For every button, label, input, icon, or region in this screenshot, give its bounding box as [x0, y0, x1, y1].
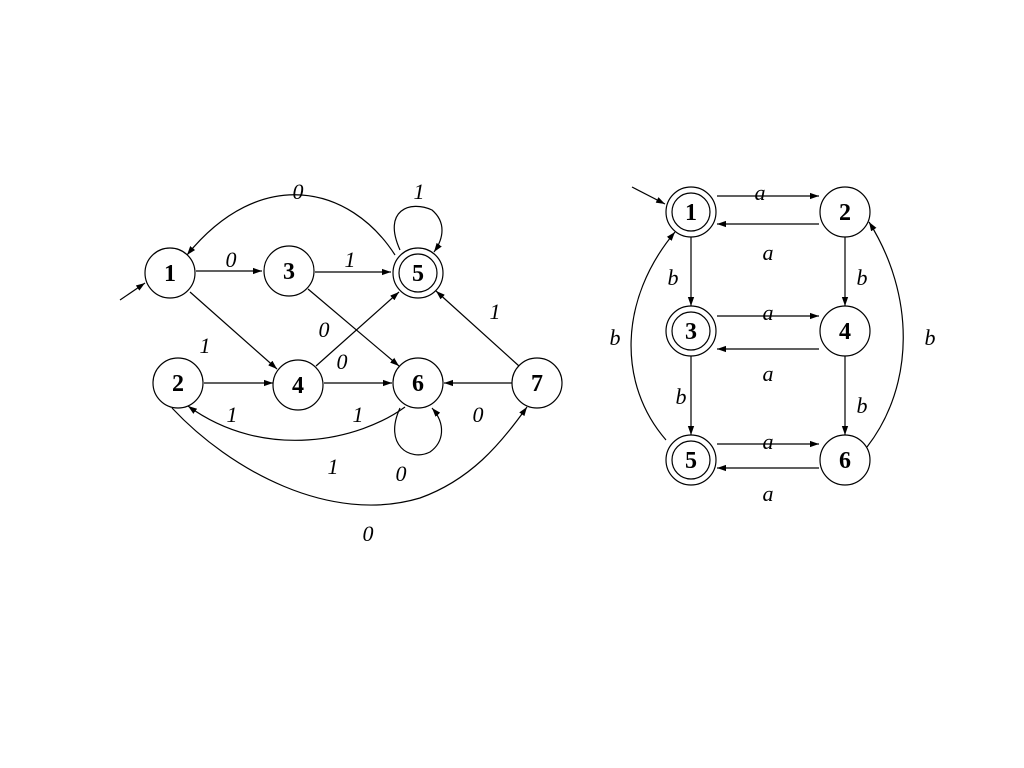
left-transition-label-3-to-6: 0 [319, 317, 330, 342]
right-state-5-label: 5 [685, 448, 697, 474]
right-transition-label-6-to-2: b [925, 325, 936, 350]
left-transition-label-4-to-6: 1 [353, 402, 364, 427]
left-state-5-circle [392, 247, 444, 299]
left-state-6-label: 6 [412, 371, 424, 397]
left-transition-label-6-to-2: 1 [328, 454, 339, 479]
left-state-4-label: 4 [292, 373, 304, 399]
left-transition-5-to-5 [393, 205, 443, 253]
left-state-2-circle [152, 357, 204, 409]
left-state-7-label: 7 [531, 371, 543, 397]
right-state-3-circle [665, 305, 717, 357]
right-state-6-label: 6 [839, 448, 851, 474]
left-transition-4-to-5 [315, 291, 400, 367]
left-state-3: 3 [263, 245, 315, 297]
right-transition-label-3-to-5: b [676, 384, 687, 409]
right-state-6: 6 [819, 434, 871, 486]
right-state-1-accepting-ring [671, 192, 711, 232]
left-state-1-label: 1 [164, 261, 176, 287]
left-transition-label-3-to-5: 1 [345, 247, 356, 272]
left-state-5-accepting-ring [398, 253, 438, 293]
right-state-6-circle [819, 434, 871, 486]
right-state-2: 2 [819, 186, 871, 238]
right-transition-label-4-to-6: b [857, 393, 868, 418]
right-state-5-circle [665, 434, 717, 486]
left-transition-label-5-to-1: 0 [293, 179, 304, 204]
left-transition-label-5-to-5: 1 [414, 179, 425, 204]
right-state-3-accepting-ring [671, 311, 711, 351]
right-state-3: 3 [665, 305, 717, 357]
left-state-7-circle [511, 357, 563, 409]
left-state-4-circle [272, 359, 324, 411]
right-transition-6-to-2 [866, 221, 904, 448]
left-state-5-label: 5 [412, 261, 424, 287]
right-state-4: 4 [819, 305, 871, 357]
right-state-4-circle [819, 305, 871, 357]
left-transition-7-to-5 [435, 290, 520, 367]
left-transition-5-to-1 [186, 194, 396, 256]
left-transition-label-6-to-6: 0 [396, 461, 407, 486]
left-state-5: 5 [392, 247, 444, 299]
left-transition-3-to-6 [307, 288, 400, 367]
left-transition-2-to-7 [171, 406, 528, 506]
left-transition-1-to-4 [189, 291, 278, 370]
right-transition-label-2-to-4: b [857, 265, 868, 290]
right-transition-5-to-1 [630, 231, 676, 441]
right-state-1-circle [665, 186, 717, 238]
right-transition-label-2-to-1: a [763, 240, 774, 265]
left-state-1: 1 [144, 247, 196, 299]
left-initial-arrow [119, 282, 146, 301]
left-state-4: 4 [272, 359, 324, 411]
left-state-2: 2 [152, 357, 204, 409]
right-state-2-label: 2 [839, 200, 851, 226]
left-state-3-label: 3 [283, 259, 295, 285]
left-automaton-transitions [119, 194, 528, 506]
left-transition-6-to-6 [394, 407, 443, 456]
left-state-7: 7 [511, 357, 563, 409]
right-automaton-transitions [630, 186, 904, 472]
left-state-6: 6 [392, 357, 444, 409]
left-transition-label-7-to-5: 1 [490, 299, 501, 324]
right-state-5: 5 [665, 434, 717, 486]
left-transition-label-2-to-4: 1 [227, 402, 238, 427]
left-transition-label-7-to-6: 0 [473, 402, 484, 427]
left-transition-label-2-to-7: 0 [363, 521, 374, 546]
right-transition-label-1-to-2: a [755, 180, 766, 205]
right-transition-label-3-to-4: a [763, 300, 774, 325]
right-state-5-accepting-ring [671, 440, 711, 480]
right-transition-label-5-to-1: b [610, 325, 621, 350]
left-transition-label-4-to-5: 0 [337, 349, 348, 374]
right-automaton-transition-labels: a a b b a a b b a a b b [610, 180, 936, 506]
left-transition-label-1-to-3: 0 [226, 247, 237, 272]
left-state-1-circle [144, 247, 196, 299]
left-state-2-label: 2 [172, 371, 184, 397]
right-automaton-states: 1 2 3 4 5 6 [665, 186, 871, 486]
right-state-3-label: 3 [685, 319, 697, 345]
left-state-3-circle [263, 245, 315, 297]
left-state-6-circle [392, 357, 444, 409]
right-initial-arrow [631, 186, 666, 205]
left-transition-label-1-to-4: 1 [200, 333, 211, 358]
right-state-1: 1 [665, 186, 717, 238]
right-transition-label-5-to-6: a [763, 429, 774, 454]
left-transition-6-to-2 [187, 405, 406, 441]
right-transition-label-1-to-3: b [668, 265, 679, 290]
right-transition-label-6-to-5: a [763, 481, 774, 506]
right-state-2-circle [819, 186, 871, 238]
right-state-4-label: 4 [839, 319, 851, 345]
right-state-1-label: 1 [685, 200, 697, 226]
right-transition-label-4-to-3: a [763, 361, 774, 386]
